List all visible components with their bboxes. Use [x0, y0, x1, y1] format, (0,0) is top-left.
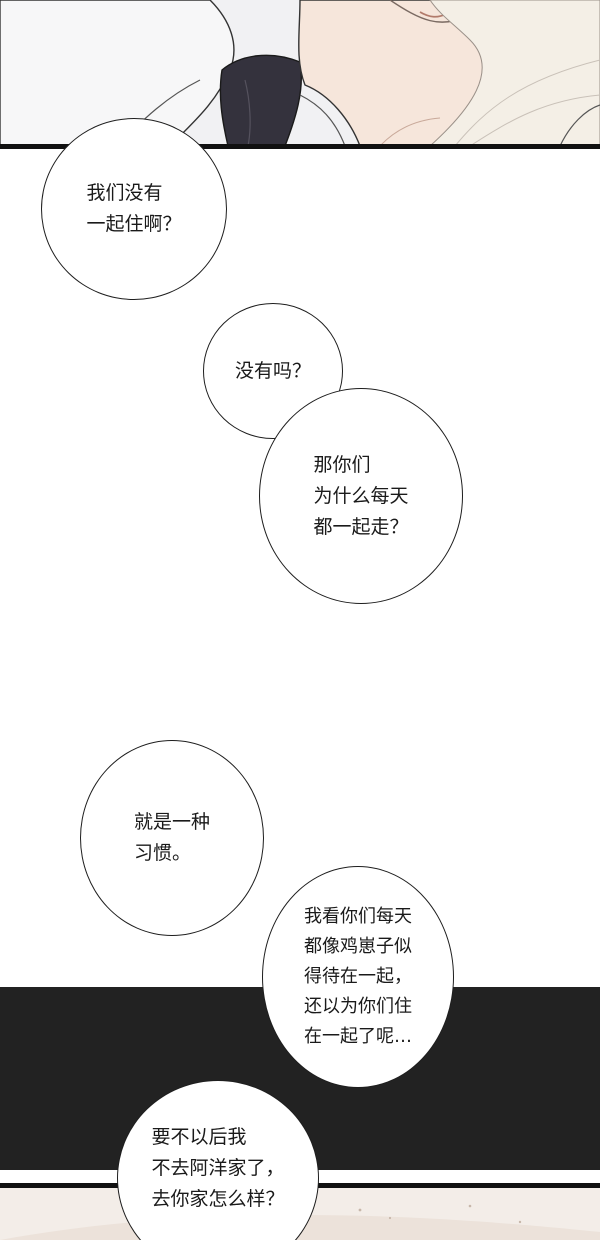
top-illustration-panel	[0, 0, 600, 146]
speech-bubble-5-text: 我看你们每天 都像鸡崽子似 得待在一起， 还以为你们住 在一起了呢…	[304, 906, 412, 1047]
speech-bubble-6-text: 要不以后我 不去阿洋家了， 去你家怎么样？	[151, 1125, 285, 1210]
characters-illustration	[0, 0, 600, 146]
speech-bubble-3-text: 那你们 为什么每天 都一起走？	[313, 453, 409, 538]
speech-bubble-4-text: 就是一种 习惯。	[133, 811, 210, 864]
speech-bubble-3: 那你们 为什么每天 都一起走？	[259, 388, 463, 604]
speech-bubble-2-text: 没有吗？	[234, 359, 311, 382]
speech-bubble-5: 我看你们每天 都像鸡崽子似 得待在一起， 还以为你们住 在一起了呢…	[262, 866, 454, 1088]
speech-bubble-4: 就是一种 习惯。	[80, 740, 264, 936]
panel-border-top	[0, 144, 600, 149]
speech-bubble-1: 我们没有 一起住啊？	[41, 118, 227, 300]
speech-bubble-6: 要不以后我 不去阿洋家了， 去你家怎么样？	[117, 1080, 319, 1240]
speech-bubble-1-text: 我们没有 一起住啊？	[86, 182, 182, 235]
